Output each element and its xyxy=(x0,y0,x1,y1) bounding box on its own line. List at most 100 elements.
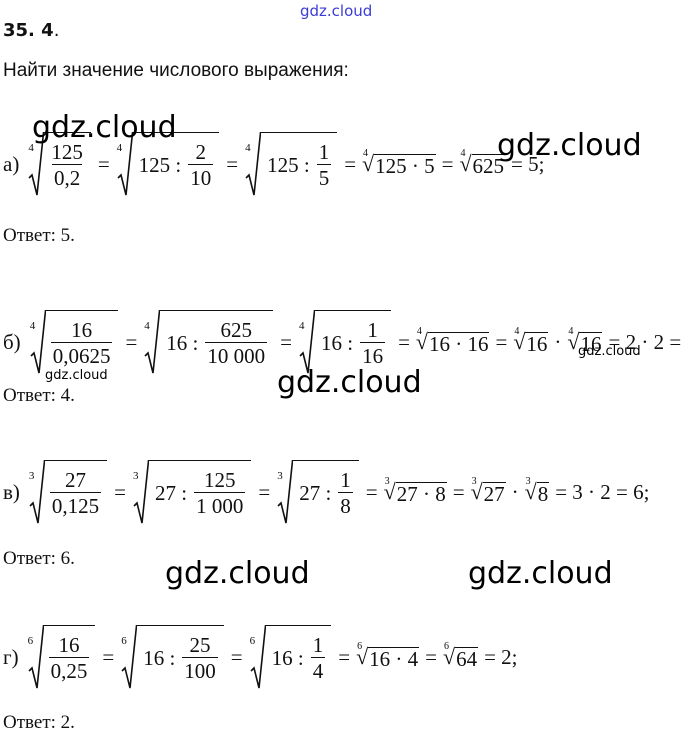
numerator: 625 xyxy=(220,318,253,342)
root-index: 6 xyxy=(444,641,449,652)
watermark: gdz.cloud xyxy=(45,368,108,383)
root-index: 4 xyxy=(298,320,305,332)
root-index: 4 xyxy=(116,142,123,154)
part-b-answer: Ответ: 4. xyxy=(3,385,75,406)
inline-radical: 4√16 · 16 xyxy=(415,326,490,355)
radicand: 64 xyxy=(455,647,479,671)
radicand: 16 xyxy=(525,332,549,356)
inline-radical: 3√27 · 8 xyxy=(383,476,447,506)
denominator: 4 xyxy=(310,657,326,683)
denominator: 8 xyxy=(338,492,353,518)
denominator: 5 xyxy=(316,164,332,190)
root-index: 6 xyxy=(27,635,34,647)
watermark: gdz.cloud xyxy=(578,344,641,359)
radical-sign-icon: √ xyxy=(356,644,369,669)
exercise-number-text: 35. 4 xyxy=(3,20,54,41)
radicand: 16 · 4 xyxy=(368,647,420,671)
part-label: б) xyxy=(3,329,21,354)
numerator: 1 xyxy=(367,318,378,342)
radicand: 125 · 5 xyxy=(374,154,436,178)
inline-radical: 4√16 xyxy=(567,326,603,356)
math-text: = xyxy=(230,644,243,669)
watermark: gdz.cloud xyxy=(497,128,642,163)
numerator: 1 xyxy=(312,633,324,657)
radicand-prefix: 16 : xyxy=(320,331,354,355)
radicand-prefix: 125 : xyxy=(267,153,310,177)
math-text: = xyxy=(258,479,271,504)
root-index: 6 xyxy=(357,641,363,652)
root-index: 4 xyxy=(144,320,150,332)
part-g-answer: Ответ: 2. xyxy=(3,712,75,733)
denominator: 0,2 xyxy=(51,164,83,190)
math-text: = xyxy=(398,329,410,354)
inline-radical: 6√64 xyxy=(443,641,479,671)
math-text: = xyxy=(344,151,357,176)
radicand-prefix: 16 : xyxy=(166,331,199,355)
numerator: 25 xyxy=(189,633,211,657)
exercise-number: 35. 4. xyxy=(3,20,59,41)
radical-sign-icon: √ xyxy=(470,479,483,504)
math-text: = xyxy=(102,644,115,669)
root-index: 3 xyxy=(525,476,531,487)
radicand-prefix: 27 : xyxy=(299,481,332,505)
inline-radical: 4√625 xyxy=(459,148,506,177)
root-index: 4 xyxy=(568,326,574,337)
math-text: = xyxy=(441,151,454,176)
denominator: 16 xyxy=(360,342,386,368)
root-index: 4 xyxy=(28,142,34,154)
math-text: · xyxy=(511,479,519,504)
root-index: 6 xyxy=(121,635,127,647)
inline-radical: 4√125 · 5 xyxy=(362,148,436,178)
radicand-prefix: 16 : xyxy=(143,646,176,670)
numerator: 125 xyxy=(51,140,83,164)
math-text: = xyxy=(425,644,437,669)
radicand: 27 · 8 xyxy=(395,482,447,506)
root-index: 3 xyxy=(28,470,35,482)
radicand: 27 xyxy=(482,482,506,506)
math-text: = 5; xyxy=(511,151,545,176)
radicand-prefix: 16 : xyxy=(271,646,304,670)
root-index: 6 xyxy=(249,635,256,647)
exercise-number-dot: . xyxy=(53,20,60,41)
numerator: 16 xyxy=(58,633,80,657)
denominator: 0,125 xyxy=(49,492,102,518)
math-text: = xyxy=(226,151,239,176)
root-index: 4 xyxy=(29,320,36,332)
radicand: 16 xyxy=(579,332,603,356)
inline-radical: 3√8 xyxy=(525,476,550,506)
radicand: 8 xyxy=(536,482,550,506)
denominator: 0,25 xyxy=(48,657,90,683)
watermark: gdz.cloud xyxy=(277,365,422,400)
radical-sign-icon: √ xyxy=(383,479,396,504)
math-text: = xyxy=(97,151,110,176)
root-index: 3 xyxy=(384,476,390,487)
radical-sign-icon: √ xyxy=(415,329,428,354)
math-text: = xyxy=(365,479,378,504)
denominator: 1 000 xyxy=(194,492,246,518)
